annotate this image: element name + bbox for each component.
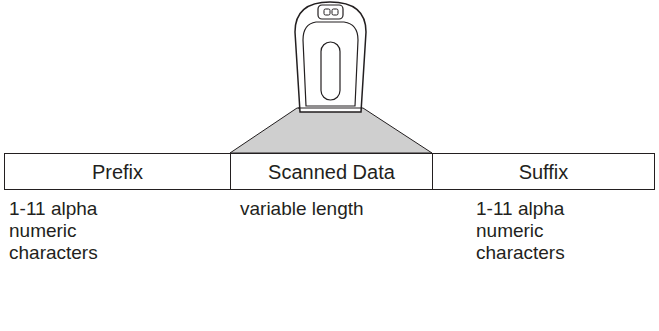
field-label: Suffix [519,161,569,183]
field-note: variable length [240,198,420,220]
scanner-window [298,107,362,108]
field-note: 1-11 alpha numeric characters [9,198,144,264]
field-label: Scanned Data [268,161,395,183]
scanner-panel [303,22,358,106]
scanner-sensor [318,5,343,19]
field-box: Scanned Data [230,153,433,190]
field-box: Suffix [432,153,655,190]
scanner-body [295,2,366,112]
scanner-lens [324,9,330,15]
scanner-slot [321,42,340,100]
scanner-lens [332,9,338,15]
scan-beam [230,108,432,153]
field-box: Prefix [4,153,231,190]
field-label: Prefix [92,161,143,183]
field-note: 1-11 alpha numeric characters [476,198,611,264]
